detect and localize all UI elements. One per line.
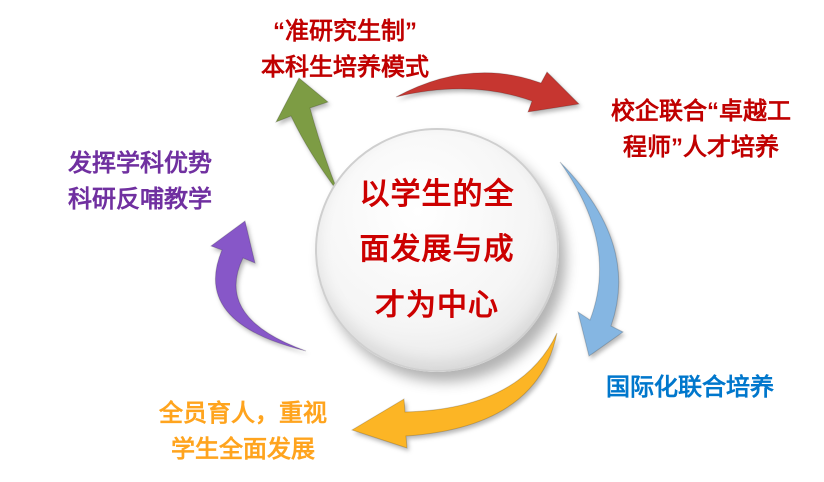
red-right-arrow xyxy=(395,71,581,113)
label-left-line-2: 科研反哺教学 xyxy=(68,186,212,213)
label-left: 发挥学科优势 科研反哺教学 xyxy=(38,146,242,218)
label-bottom: 全员育人，重视 学生全面发展 xyxy=(118,396,368,468)
label-top: “准研究生制” 本科生培养模式 xyxy=(225,14,465,86)
label-left-line-1: 发挥学科优势 xyxy=(68,150,212,177)
label-upper-right: 校企联合“卓越工 程师”人才培养 xyxy=(578,94,824,166)
center-circle: 以学生的全 面发展与成 才为中心 xyxy=(315,128,559,372)
center-text-line-2: 面发展与成 xyxy=(359,233,515,267)
label-lower-right: 国际化联合培养 xyxy=(580,370,800,406)
label-top-line-1: “准研究生制” xyxy=(273,18,417,45)
label-lower-right-line-1: 国际化联合培养 xyxy=(606,374,774,401)
label-top-line-2: 本科生培养模式 xyxy=(261,54,429,81)
purple-upleft-arrow xyxy=(209,220,307,352)
label-bottom-line-1: 全员育人，重视 xyxy=(159,400,327,427)
label-upper-right-line-1: 校企联合“卓越工 xyxy=(611,98,791,125)
label-bottom-line-2: 学生全面发展 xyxy=(171,436,315,463)
center-text-line-1: 以学生的全 xyxy=(359,177,515,211)
green-up-arrow xyxy=(274,77,339,193)
label-upper-right-line-2: 程师”人才培养 xyxy=(623,134,779,161)
center-text: 以学生的全 面发展与成 才为中心 xyxy=(360,167,515,334)
blue-down-arrow xyxy=(559,161,624,357)
yellow-left-arrow xyxy=(350,332,558,449)
center-text-line-3: 才为中心 xyxy=(375,288,499,322)
